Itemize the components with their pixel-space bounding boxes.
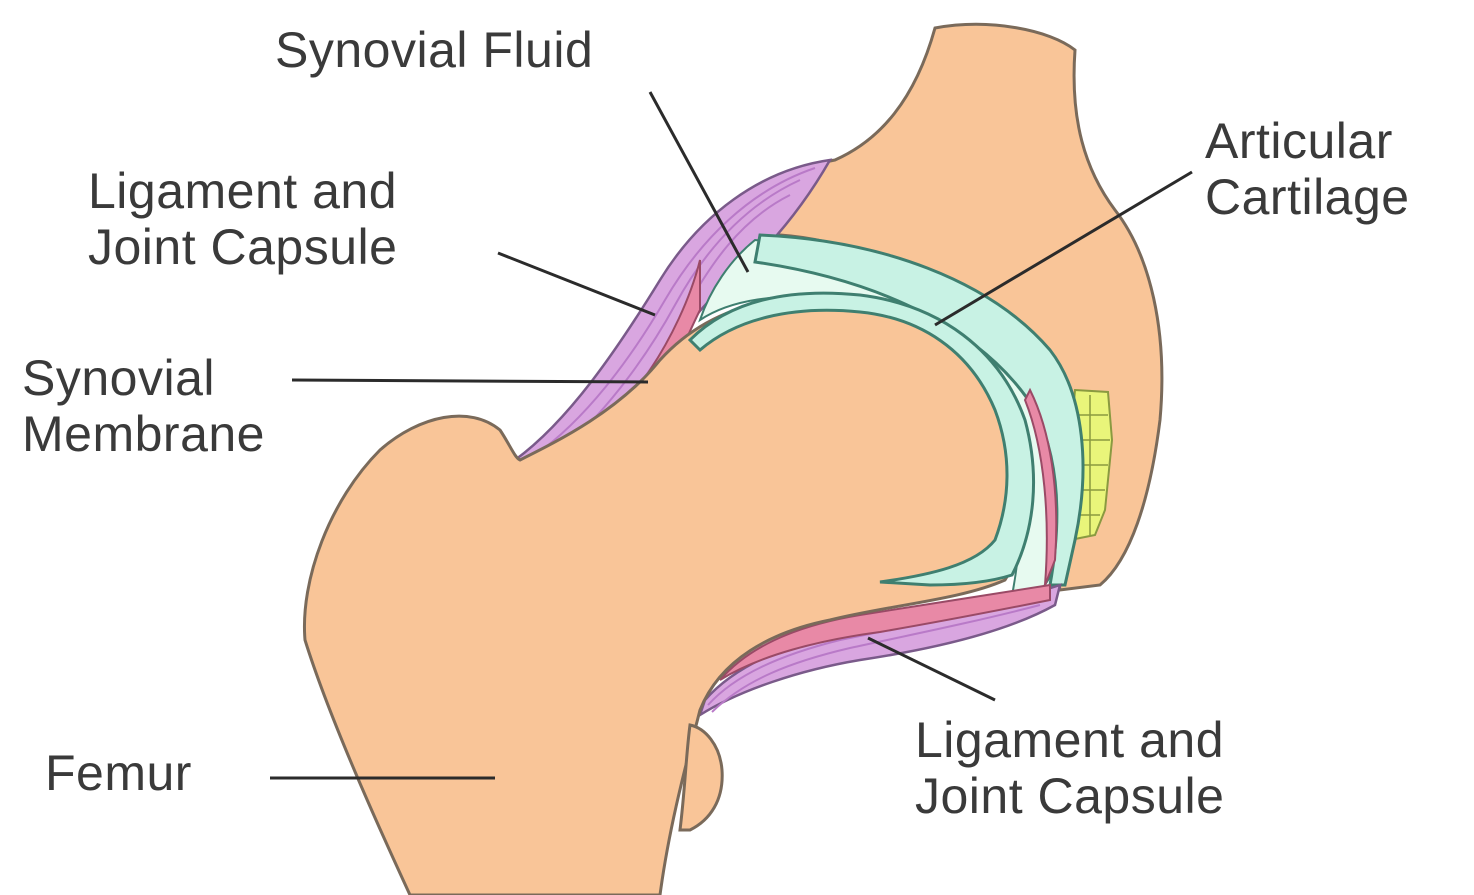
label-upper-ligament-line1: Ligament and [88, 163, 397, 219]
label-femur: Femur [45, 745, 192, 801]
leader-upper-ligament [498, 253, 655, 315]
label-lower-ligament-line2: Joint Capsule [915, 768, 1224, 824]
label-synovial-fluid: Synovial Fluid [275, 22, 593, 78]
leader-synovial-membrane [292, 380, 648, 382]
label-synovial-membrane-line2: Membrane [22, 406, 265, 462]
label-articular-cartilage: Articular Cartilage [1205, 113, 1410, 225]
label-synovial-membrane: Synovial Membrane [22, 350, 265, 462]
label-articular-line2: Cartilage [1205, 169, 1410, 225]
label-upper-ligament-line2: Joint Capsule [88, 219, 397, 275]
label-synovial-membrane-line1: Synovial [22, 350, 265, 406]
label-lower-ligament-joint-capsule: Ligament and Joint Capsule [915, 712, 1224, 824]
label-lower-ligament-line1: Ligament and [915, 712, 1224, 768]
label-articular-line1: Articular [1205, 113, 1410, 169]
label-upper-ligament-joint-capsule: Ligament and Joint Capsule [88, 163, 397, 275]
